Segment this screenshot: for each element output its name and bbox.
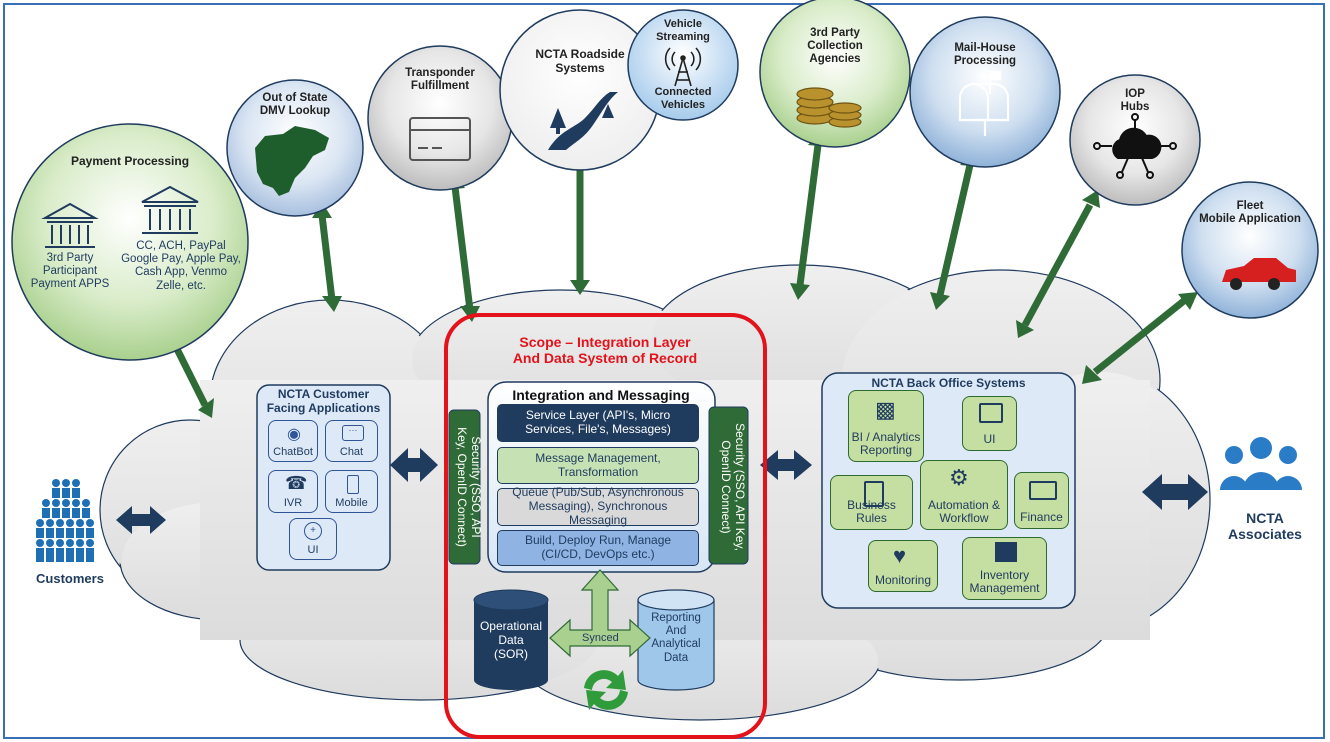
mobile-label: Mobile	[335, 497, 368, 509]
automation-workflow-label: Automation & Workflow	[927, 497, 1001, 525]
mobile-tile[interactable]: Mobile	[325, 470, 378, 513]
payment-left-label: 3rd Party Participant Payment APPS	[30, 252, 110, 291]
security-right-label: Security (SSO, API Key, OpenID Connect)	[719, 423, 747, 551]
scope-box	[444, 313, 767, 739]
robot-icon: ◉	[287, 426, 301, 443]
associates-label: NCTA Associates	[1228, 510, 1302, 543]
business-rules-tile[interactable]: Business Rules	[830, 475, 913, 530]
payment-circle	[11, 123, 249, 361]
laptop-globe-icon	[979, 403, 1003, 423]
chat-label: Chat	[339, 446, 364, 458]
inventory-management-label: Inventory Management	[969, 567, 1040, 595]
mailhouse-title: Mail-House Processing	[954, 42, 1016, 68]
cloud-network-icon	[1093, 113, 1177, 179]
fleet-title: Fleet Mobile Application	[1199, 200, 1301, 226]
mobile-phone-icon	[347, 475, 359, 494]
roadside-title: NCTA Roadside Systems	[535, 47, 625, 75]
monitoring-tile[interactable]: ♥ Monitoring	[868, 540, 938, 592]
bi-analytics-label: BI / Analytics Reporting	[851, 429, 921, 457]
associates-people-icon	[1220, 437, 1302, 490]
synced-label: Synced	[582, 632, 619, 644]
customers-label: Customers	[36, 571, 104, 586]
navy-double-arrows	[116, 448, 1208, 534]
mailbox-icon	[958, 70, 1010, 136]
chatbot-label: ChatBot	[273, 446, 313, 458]
bar-chart-icon: ▩	[875, 397, 896, 422]
security-left-label: Security (SSO, API Key, OpenID Connect)	[455, 427, 483, 547]
ui-backoffice-label: UI	[983, 431, 996, 446]
vehicle-circle	[627, 9, 739, 121]
ui-tile[interactable]: + UI	[289, 518, 337, 560]
scope-title: Scope – Integration Layer And Data Syste…	[512, 334, 698, 367]
sync-refresh-icon	[584, 670, 628, 710]
workflow-gears-icon: ⚙	[949, 465, 969, 490]
road-trees-icon	[548, 92, 618, 150]
red-car-icon	[1222, 258, 1296, 290]
security-right-bar	[708, 406, 749, 565]
vehicle-title-top: Vehicle Streaming	[656, 18, 710, 43]
phone-icon: ☎	[285, 473, 308, 493]
transponder-card-icon	[409, 117, 471, 161]
payment-right-label: CC, ACH, PayPal Google Pay, Apple Pay, C…	[121, 240, 241, 292]
transponder-title: Transponder Fulfillment	[405, 67, 475, 93]
connector-arrows	[171, 144, 1188, 407]
message-management-box: Message Management, Transformation	[497, 447, 699, 484]
finance-label: Finance	[1020, 509, 1063, 524]
back-office-title: NCTA Back Office Systems	[871, 376, 1026, 390]
finance-tile[interactable]: Finance	[1014, 472, 1069, 529]
chat-bubble-icon: ···	[342, 425, 364, 441]
inventory-management-tile[interactable]: Inventory Management	[962, 537, 1047, 600]
cash-icon	[1029, 481, 1057, 500]
vehicle-title-bottom: Connected Vehicles	[654, 86, 712, 111]
chatbot-tile[interactable]: ◉ ChatBot	[268, 420, 318, 462]
build-deploy-box: Build, Deploy Run, Manage (CI/CD, DevOps…	[497, 530, 699, 566]
ui-label: UI	[307, 544, 319, 556]
ui-backoffice-tile[interactable]: UI	[962, 396, 1017, 451]
iop-title: IOP Hubs	[1120, 88, 1150, 114]
coins-icon	[796, 87, 862, 128]
synced-arrow-icon	[549, 569, 651, 658]
payment-title: Payment Processing	[70, 154, 190, 168]
operational-db-icon	[473, 589, 549, 690]
queue-messaging-box: Queue (Pub/Sub, Asynchronous Messaging),…	[497, 485, 699, 527]
mailhouse-circle	[909, 16, 1061, 168]
antenna-tower-icon	[664, 47, 702, 87]
reporting-db-icon	[637, 589, 715, 691]
customers-people-icon	[36, 479, 94, 562]
north-america-map-icon	[255, 126, 329, 196]
ivr-label: IVR	[283, 497, 303, 509]
reporting-db-label: Reporting And Analytical Data	[651, 612, 701, 664]
dmv-title: Out of State DMV Lookup	[259, 92, 331, 118]
operational-db-label: Operational Data (SOR)	[479, 619, 543, 661]
clipboard-icon	[864, 481, 884, 507]
monitoring-label: Monitoring	[874, 572, 932, 587]
chat-tile[interactable]: ··· Chat	[325, 420, 378, 462]
integration-title: Integration and Messaging	[512, 387, 690, 403]
business-rules-label: Business Rules	[847, 497, 896, 525]
security-left-bar	[448, 409, 481, 565]
automation-workflow-tile[interactable]: ⚙ Automation & Workflow	[920, 460, 1008, 530]
ivr-tile[interactable]: ☎ IVR	[268, 470, 318, 513]
box-icon	[995, 542, 1017, 562]
globe-icon: +	[304, 522, 322, 540]
bank-icon	[41, 202, 99, 248]
heart-pulse-icon: ♥	[893, 543, 907, 568]
collection-title: 3rd Party Collection Agencies	[807, 27, 863, 66]
bi-analytics-tile[interactable]: ▩ BI / Analytics Reporting	[848, 390, 924, 462]
service-layer-box: Service Layer (API's, Micro Services, Fi…	[497, 404, 699, 442]
fleet-circle	[1181, 181, 1319, 319]
customer-apps-title: NCTA Customer Facing Applications	[266, 387, 381, 415]
bank-icon	[141, 185, 199, 234]
